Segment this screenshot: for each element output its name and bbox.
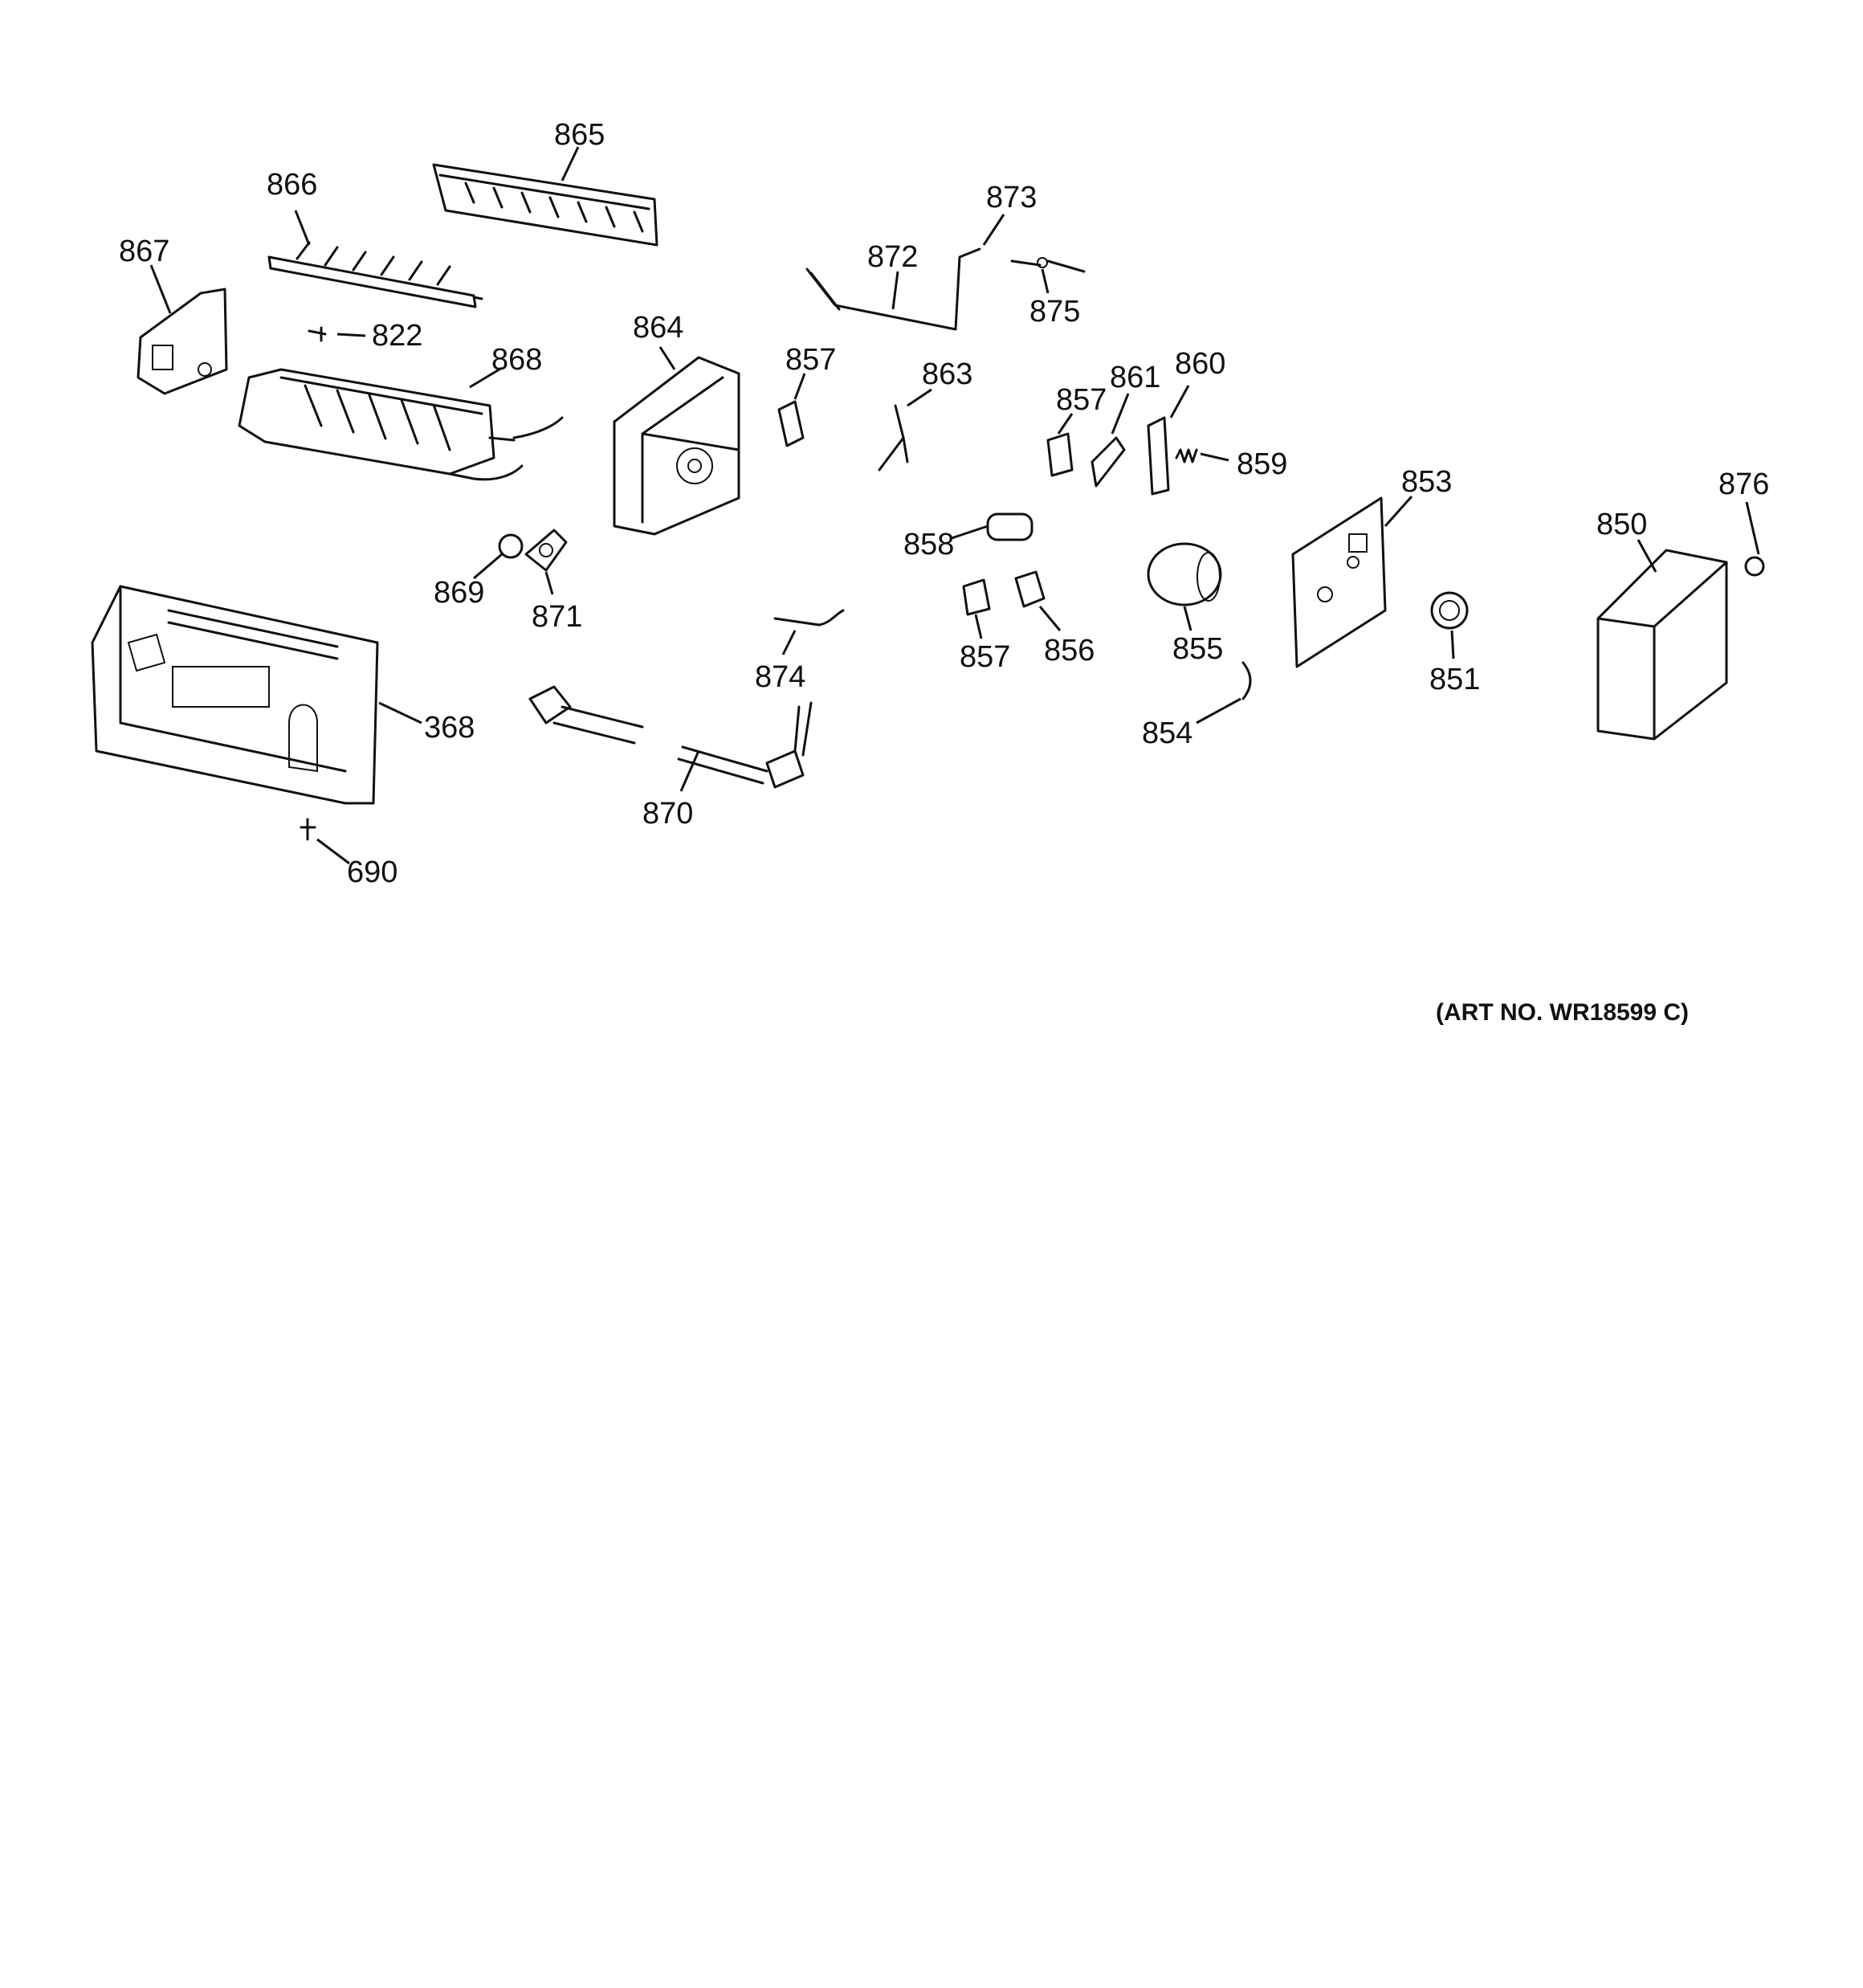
- part-690-screw: [300, 818, 316, 841]
- part-851-gear: [1430, 591, 1469, 630]
- callout-851: 851: [1429, 663, 1480, 696]
- callout-865: 865: [554, 118, 605, 152]
- callout-860: 860: [1175, 347, 1225, 381]
- callout-859: 859: [1237, 447, 1287, 481]
- callout-858: 858: [903, 528, 954, 561]
- part-857-switch-b: [1046, 432, 1074, 477]
- callout-855: 855: [1172, 632, 1223, 666]
- callout-labels: 865 866 867 822 868 864 857 863 872 873 …: [119, 118, 1769, 889]
- part-856-cam-follower: [1014, 570, 1046, 608]
- callout-822: 822: [372, 319, 422, 353]
- part-858-thermostat: [986, 512, 1033, 541]
- part-822-screw: [308, 326, 327, 342]
- callout-853: 853: [1401, 465, 1452, 499]
- callout-873: 873: [986, 181, 1037, 214]
- callout-857-c: 857: [960, 640, 1010, 674]
- part-875-spring: [1010, 257, 1086, 273]
- callout-868: 868: [491, 343, 542, 377]
- part-865-stripper: [432, 163, 658, 247]
- callout-863: 863: [922, 357, 972, 391]
- callout-856: 856: [1044, 634, 1095, 667]
- part-860-plate: [1147, 416, 1170, 496]
- part-870-harness: [528, 685, 813, 789]
- part-850-cover: [1596, 549, 1728, 741]
- part-368-back-panel: [91, 585, 379, 805]
- leader-lines: [149, 146, 1760, 865]
- callout-872: 872: [867, 240, 918, 274]
- callout-861: 861: [1110, 361, 1160, 394]
- callout-864: 864: [633, 311, 683, 345]
- part-867-bracket: [137, 288, 228, 395]
- callout-368: 368: [424, 711, 475, 745]
- art-number-label: (ART NO. WR18599 C): [1436, 999, 1689, 1026]
- part-854-wire: [1241, 661, 1252, 700]
- part-859-spring: [1175, 448, 1198, 463]
- callout-854: 854: [1142, 716, 1192, 750]
- callout-876: 876: [1718, 467, 1769, 501]
- callout-870: 870: [642, 797, 693, 831]
- part-857-switch-a: [777, 400, 805, 447]
- callout-871: 871: [532, 600, 582, 634]
- part-869-bushing: [498, 533, 524, 559]
- part-871-plate: [524, 529, 568, 572]
- callout-867: 867: [119, 235, 169, 268]
- part-874-heater-pin: [773, 609, 845, 627]
- callout-866: 866: [267, 168, 317, 202]
- callout-690: 690: [347, 855, 397, 889]
- callout-874: 874: [755, 660, 805, 694]
- callout-869: 869: [434, 576, 484, 610]
- callout-875: 875: [1029, 295, 1080, 329]
- part-857-switch-c: [962, 578, 991, 616]
- part-876-nut: [1744, 556, 1765, 577]
- part-853-mounting-plate: [1291, 496, 1387, 668]
- part-864-housing: [613, 356, 740, 536]
- part-855-motor: [1147, 542, 1222, 606]
- callout-857-b: 857: [1056, 383, 1107, 417]
- part-866-ejector: [267, 241, 483, 308]
- part-868-mold: [238, 368, 564, 481]
- callout-850: 850: [1596, 508, 1647, 541]
- part-872-feeler-arm: [805, 247, 981, 331]
- part-863-lever: [878, 404, 909, 471]
- callout-857-a: 857: [785, 343, 836, 377]
- part-861-cam: [1090, 436, 1126, 488]
